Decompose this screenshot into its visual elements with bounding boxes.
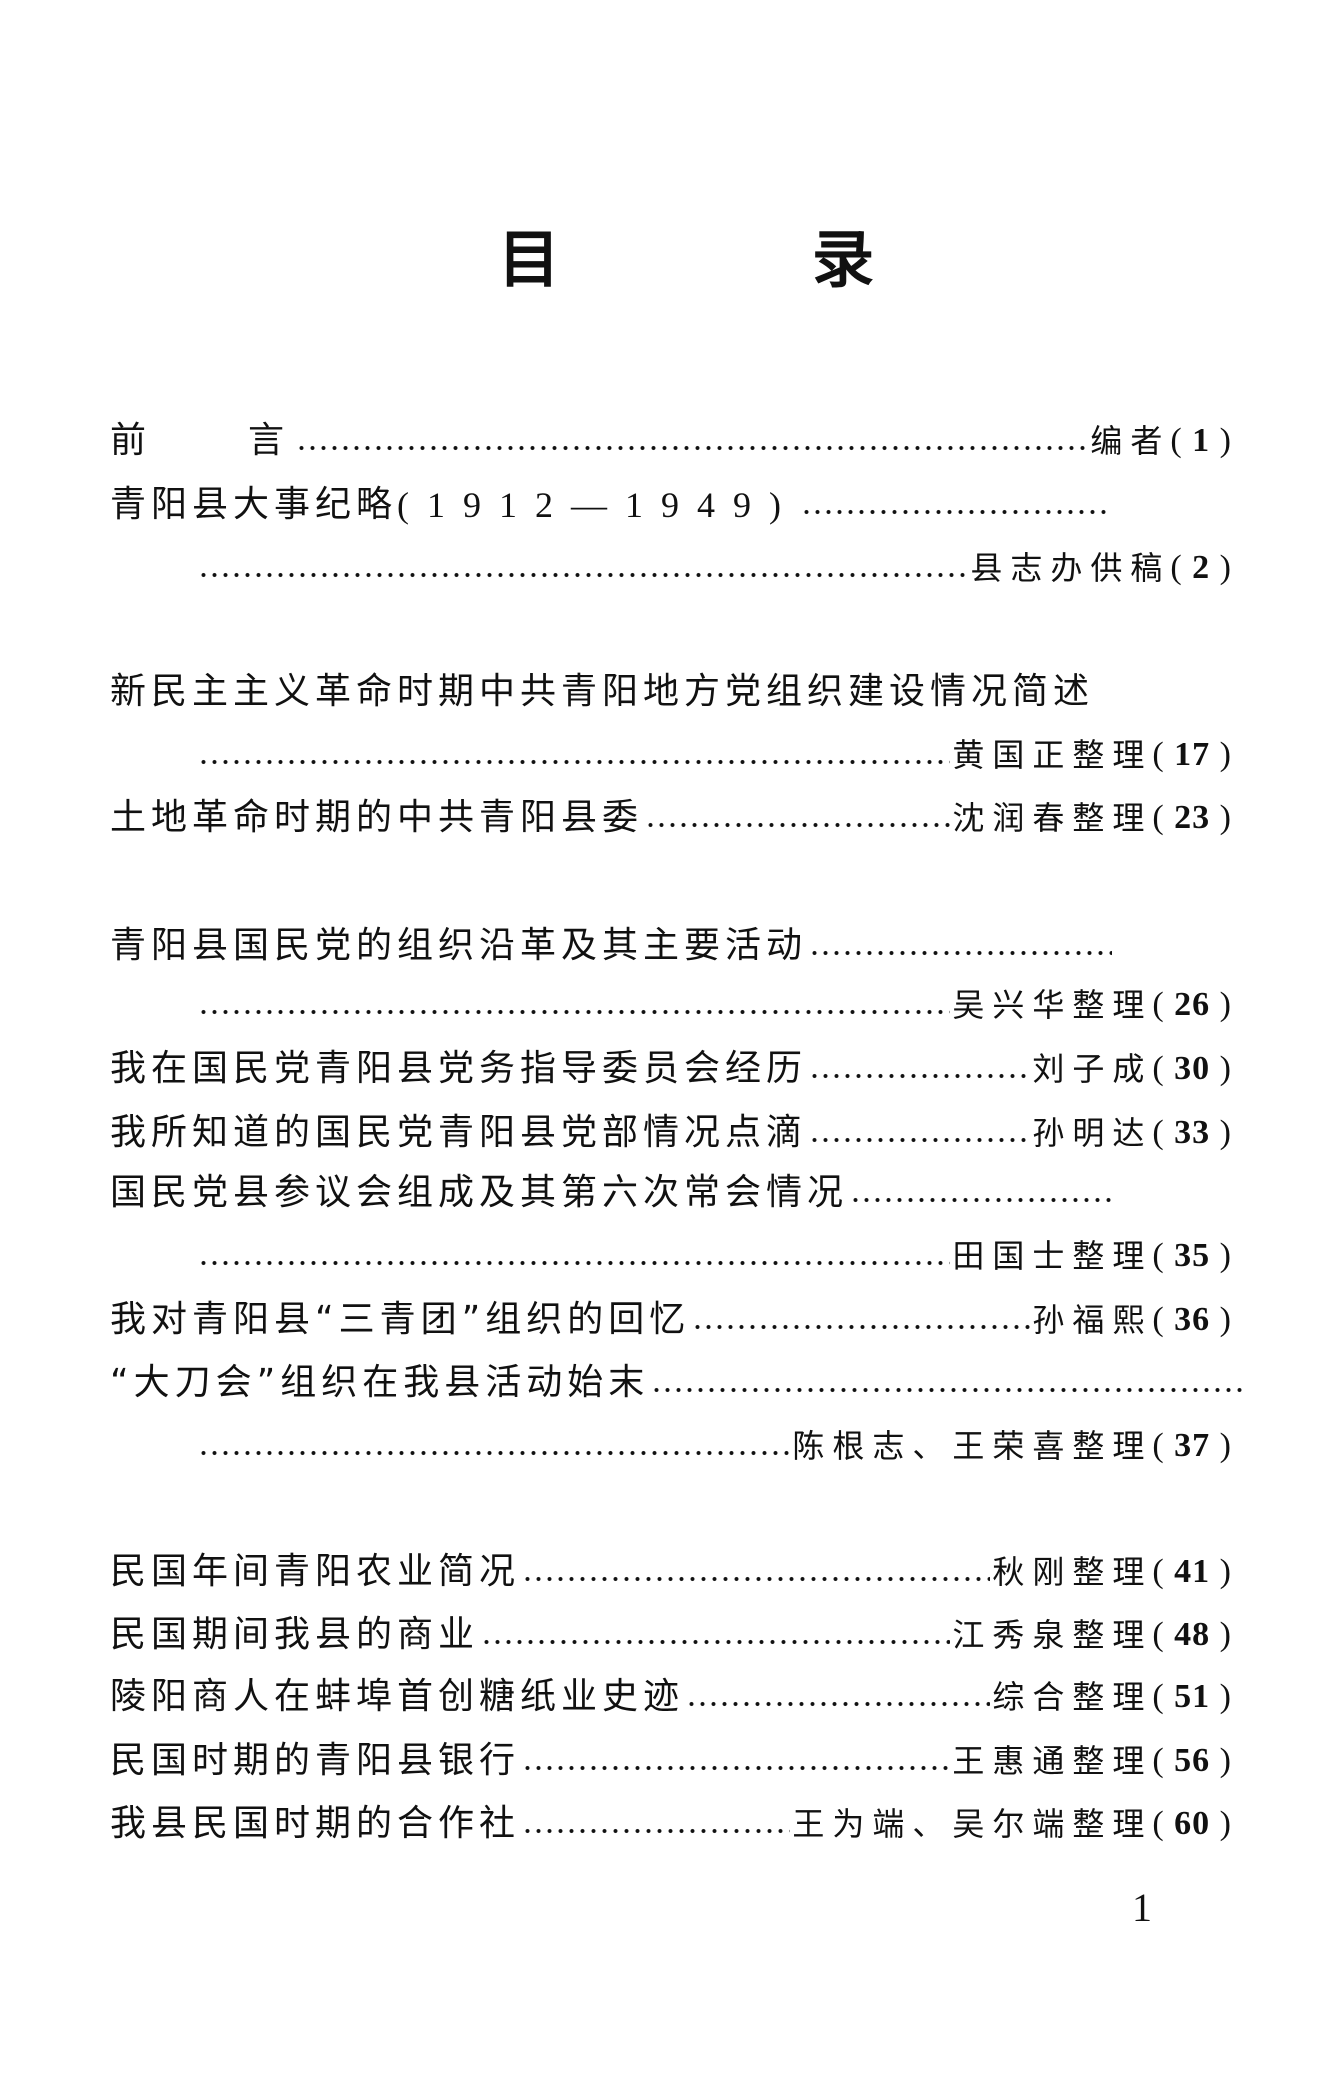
dot-leader bbox=[645, 821, 951, 829]
entry-author: 黄国正整理 bbox=[952, 736, 1153, 774]
dot-leader bbox=[198, 1259, 951, 1267]
toc-entry[interactable]: 我对青阳县“三青团”组织的回忆 孙福熙 36 bbox=[110, 1297, 1232, 1343]
entry-page: 30 bbox=[1152, 1046, 1232, 1092]
dot-leader bbox=[809, 949, 1112, 957]
entry-author: 沈润春整理 bbox=[952, 799, 1153, 837]
toc-entry[interactable]: 民国年间青阳农业简况 秋刚整理 41 bbox=[110, 1549, 1232, 1595]
dot-leader bbox=[198, 1449, 791, 1457]
toc-entry[interactable]: 民国时期的青阳县银行 王惠通整理 56 bbox=[110, 1738, 1232, 1784]
entry-page: 1 bbox=[1170, 418, 1232, 464]
toc-entry[interactable]: 我在国民党青阳县党务指导委员会经历 刘子成 30 bbox=[110, 1046, 1232, 1092]
entry-page: 41 bbox=[1152, 1549, 1232, 1595]
entry-author: 王为端、吴尔端整理 bbox=[792, 1805, 1153, 1843]
entry-title-years: (1912—1949) bbox=[397, 485, 799, 525]
dot-leader bbox=[481, 1638, 951, 1646]
entry-title: 国民党县参议会组成及其第六次常会情况 bbox=[110, 1172, 849, 1213]
entry-page: 37 bbox=[1152, 1423, 1232, 1469]
toc-entry[interactable]: 新民主主义革命时期中共青阳地方党组织建设情况简述 bbox=[110, 669, 1114, 715]
entry-page: 26 bbox=[1152, 982, 1232, 1028]
toc-entry-continuation[interactable]: 黄国正整理 17 bbox=[196, 732, 1232, 778]
entry-author: 县志办供稿 bbox=[970, 549, 1171, 587]
entry-title: 青阳县大事纪略 bbox=[110, 484, 398, 525]
heading-char: 目 bbox=[498, 223, 561, 296]
entry-author: 吴兴华整理 bbox=[952, 986, 1153, 1024]
dot-leader bbox=[198, 571, 969, 579]
entry-title: 民国时期的青阳县银行 bbox=[110, 1740, 521, 1781]
entry-page: 23 bbox=[1152, 795, 1232, 841]
dot-leader bbox=[651, 1386, 1242, 1394]
dot-leader bbox=[522, 1827, 791, 1835]
entry-title: 民国期间我县的商业 bbox=[110, 1614, 480, 1655]
dot-leader bbox=[522, 1575, 991, 1583]
entry-title: 我所知道的国民党青阳县党部情况点滴 bbox=[110, 1112, 808, 1153]
dot-leader bbox=[686, 1700, 991, 1708]
entry-page: 56 bbox=[1152, 1738, 1232, 1784]
toc-entry[interactable]: 国民党县参议会组成及其第六次常会情况 bbox=[110, 1170, 1114, 1216]
entry-title: 我县民国时期的合作社 bbox=[110, 1803, 521, 1844]
entry-author: 陈根志、王荣喜整理 bbox=[792, 1427, 1153, 1465]
entry-page: 33 bbox=[1152, 1110, 1232, 1156]
dot-leader bbox=[809, 1136, 1031, 1144]
entry-page: 2 bbox=[1170, 545, 1232, 591]
toc-entry-continuation[interactable]: 吴兴华整理 26 bbox=[196, 982, 1232, 1028]
toc-entry[interactable]: 前 言 编者 1 bbox=[110, 418, 1232, 464]
entry-page: 36 bbox=[1152, 1297, 1232, 1343]
entry-author: 孙福熙 bbox=[1032, 1301, 1153, 1339]
toc-entry[interactable]: 陵阳商人在蚌埠首创糖纸业史迹 综合整理 51 bbox=[110, 1674, 1232, 1720]
entry-author: 田国士整理 bbox=[952, 1237, 1153, 1275]
entry-title: 青阳县国民党的组织沿革及其主要活动 bbox=[110, 925, 808, 966]
toc-entry-continuation[interactable]: 县志办供稿 2 bbox=[196, 545, 1232, 591]
dot-leader bbox=[801, 508, 1112, 516]
entry-page: 35 bbox=[1152, 1233, 1232, 1279]
entry-author: 综合整理 bbox=[992, 1678, 1153, 1716]
dot-leader bbox=[198, 758, 951, 766]
entry-author: 江秀泉整理 bbox=[952, 1616, 1153, 1654]
toc-entry[interactable]: 土地革命时期的中共青阳县委 沈润春整理 23 bbox=[110, 795, 1232, 841]
entry-page: 60 bbox=[1152, 1801, 1232, 1847]
entry-title: 我在国民党青阳县党务指导委员会经历 bbox=[110, 1048, 808, 1089]
toc-entry[interactable]: “大刀会”组织在我县活动始末 bbox=[110, 1360, 1244, 1406]
entry-title: 陵阳商人在蚌埠首创糖纸业史迹 bbox=[110, 1676, 685, 1717]
toc-entry[interactable]: 青阳县大事纪略 (1912—1949) bbox=[110, 482, 1114, 528]
toc-entry-continuation[interactable]: 田国士整理 35 bbox=[196, 1233, 1232, 1279]
entry-author: 刘子成 bbox=[1032, 1050, 1153, 1088]
entry-page: 51 bbox=[1152, 1674, 1232, 1720]
entry-author: 编者 bbox=[1090, 422, 1171, 460]
entry-title: 民国年间青阳农业简况 bbox=[110, 1551, 521, 1592]
entry-page: 17 bbox=[1152, 732, 1232, 778]
toc-entry[interactable]: 青阳县国民党的组织沿革及其主要活动 bbox=[110, 923, 1114, 969]
page-number: 1 bbox=[1132, 1885, 1152, 1930]
entry-author: 秋刚整理 bbox=[992, 1553, 1153, 1591]
toc-entry[interactable]: 我县民国时期的合作社 王为端、吴尔端整理 60 bbox=[110, 1801, 1232, 1847]
entry-author: 孙明达 bbox=[1032, 1114, 1153, 1152]
dot-leader bbox=[692, 1323, 1031, 1331]
entry-title: 新民主主义革命时期中共青阳地方党组织建设情况简述 bbox=[110, 671, 1095, 712]
entry-title: “大刀会”组织在我县活动始末 bbox=[110, 1362, 650, 1403]
entry-page: 48 bbox=[1152, 1612, 1232, 1658]
entry-title: 土地革命时期的中共青阳县委 bbox=[110, 797, 644, 838]
dot-leader bbox=[850, 1196, 1112, 1204]
toc-entry[interactable]: 我所知道的国民党青阳县党部情况点滴 孙明达 33 bbox=[110, 1110, 1232, 1156]
entry-title: 我对青阳县“三青团”组织的回忆 bbox=[110, 1299, 691, 1340]
dot-leader bbox=[296, 444, 1089, 452]
toc-entry[interactable]: 民国期间我县的商业 江秀泉整理 48 bbox=[110, 1612, 1232, 1658]
entry-title: 前 言 bbox=[110, 420, 295, 461]
toc-entry-continuation[interactable]: 陈根志、王荣喜整理 37 bbox=[196, 1423, 1232, 1469]
entry-author: 王惠通整理 bbox=[952, 1742, 1153, 1780]
dot-leader bbox=[198, 1008, 951, 1016]
dot-leader bbox=[522, 1764, 951, 1772]
dot-leader bbox=[809, 1072, 1031, 1080]
heading-char: 录 bbox=[812, 223, 875, 296]
